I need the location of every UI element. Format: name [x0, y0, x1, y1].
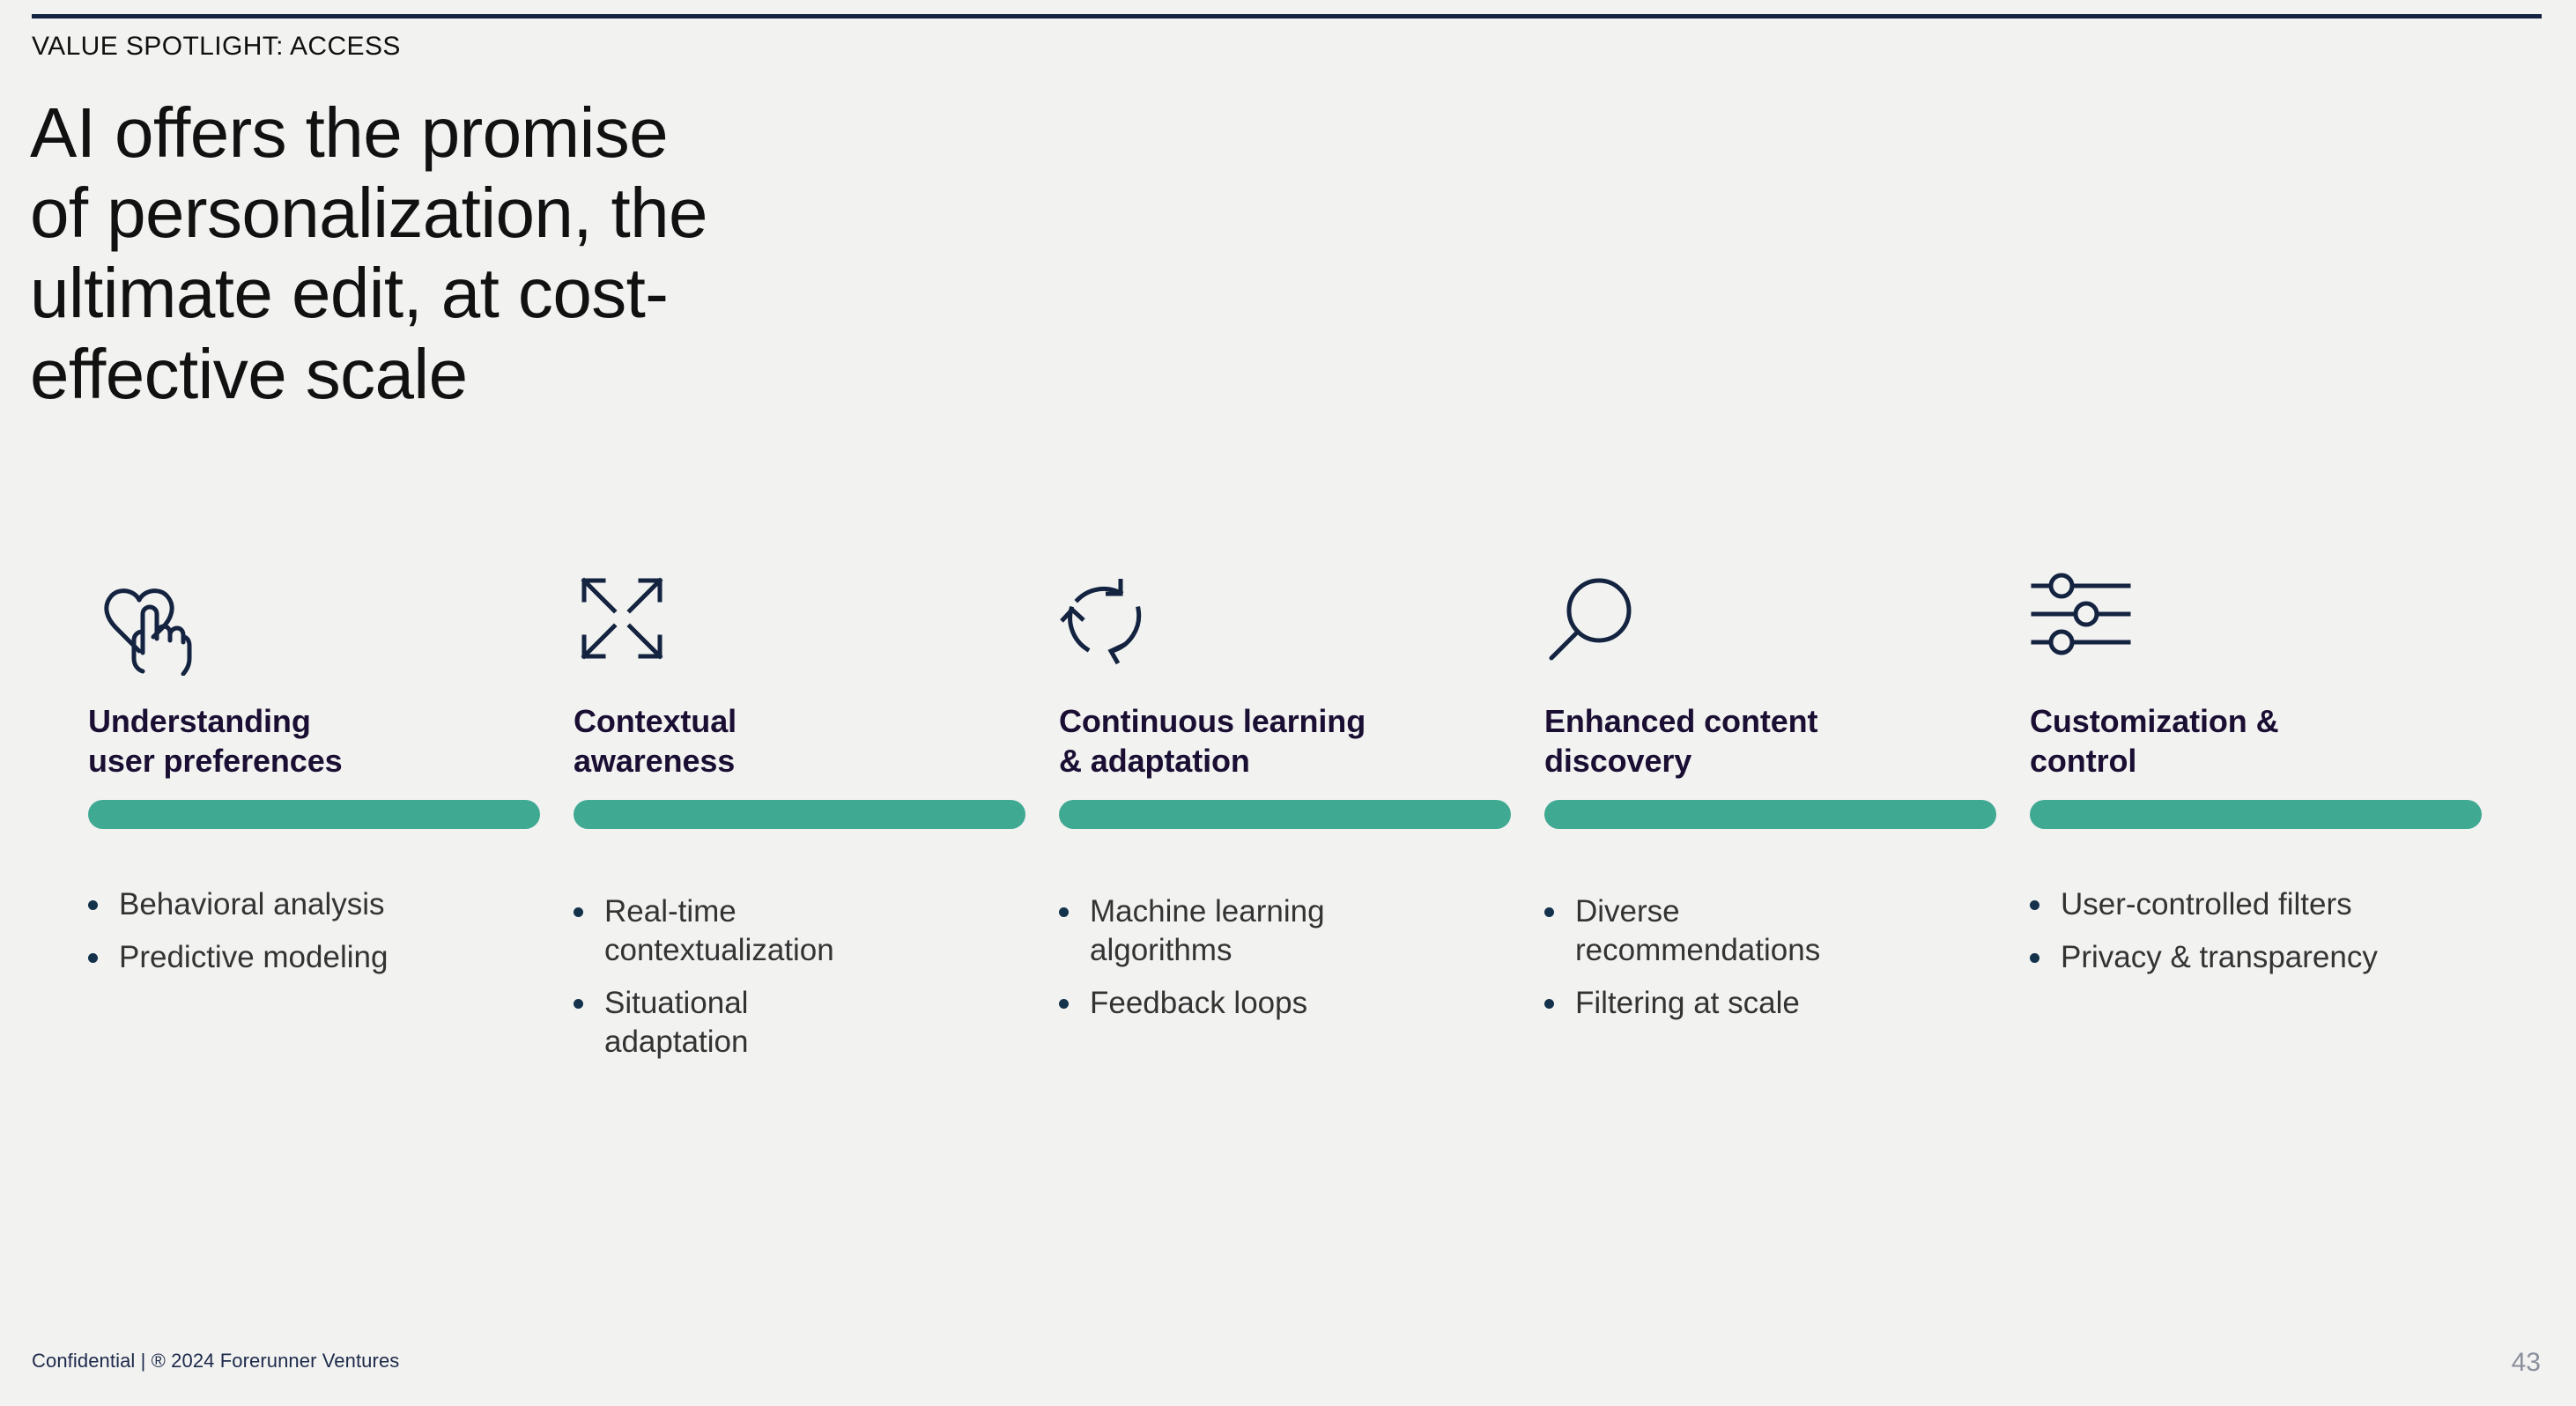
bullet-text-line: Behavioral analysis	[119, 887, 385, 921]
list-item: Diverse recommendations	[1544, 892, 1996, 970]
bullet-text-line: Privacy & transparency	[2061, 940, 2378, 975]
bullet-text: Machine learning algorithms	[1090, 892, 1325, 970]
bullet-dot-icon	[1544, 907, 1554, 917]
list-item: Machine learning algorithms	[1059, 892, 1511, 970]
column-title: Customization & control	[2030, 701, 2482, 786]
bullet-text: Privacy & transparency	[2061, 938, 2378, 977]
bullet-text: Situational adaptation	[604, 984, 748, 1062]
bullet-dot-icon	[88, 900, 98, 910]
bullet-text-line: Machine learning	[1090, 894, 1325, 929]
bullet-dot-icon	[2030, 953, 2039, 964]
headline-line-1: AI offers the promise	[30, 93, 669, 172]
column-title-line-1: Contextual	[574, 703, 737, 739]
slide-eyebrow: VALUE SPOTLIGHT: ACCESS	[32, 32, 401, 61]
list-item: User-controlled filters	[2030, 885, 2482, 924]
bullet-text-line: adaptation	[604, 1025, 749, 1060]
column-title-line-1: Continuous learning	[1059, 703, 1366, 739]
page-number: 43	[2511, 1348, 2541, 1377]
list-item: Predictive modeling	[88, 938, 540, 977]
bullet-list: Real-time contextualization Situational …	[574, 892, 1025, 1062]
column-title-line-1: Enhanced content	[1544, 703, 1818, 739]
bullet-dot-icon	[574, 999, 583, 1010]
top-divider-rule	[32, 14, 2542, 18]
bullet-text-line: Feedback loops	[1090, 986, 1308, 1021]
bullet-text-line: Diverse	[1575, 894, 1680, 929]
confidential-notice: Confidential | ® 2024 Forerunner Venture…	[32, 1350, 400, 1372]
bullet-text-line: User-controlled filters	[2061, 887, 2352, 921]
feature-column-customization-control: Customization & control User-controlled …	[2030, 568, 2482, 1076]
bullet-list: Machine learning algorithms Feedback loo…	[1059, 892, 1511, 1023]
feature-column-understanding-user-preferences: Understanding user preferences Behaviora…	[88, 568, 540, 1076]
column-title-line-2: discovery	[1544, 743, 1692, 780]
bullet-text: Behavioral analysis	[119, 885, 385, 924]
bullet-list: Diverse recommendations Filtering at sca…	[1544, 892, 1996, 1023]
bullet-dot-icon	[1059, 907, 1069, 917]
heart-hand-icon	[88, 568, 540, 689]
bullet-dot-icon	[88, 953, 98, 964]
slide-headline: AI offers the promise of personalization…	[30, 92, 823, 414]
list-item: Privacy & transparency	[2030, 938, 2482, 977]
accent-bar	[2030, 800, 2482, 829]
bullet-text: User-controlled filters	[2061, 885, 2352, 924]
column-title-line-2: & adaptation	[1059, 743, 1250, 780]
bullet-text: Predictive modeling	[119, 938, 388, 977]
feature-column-contextual-awareness: Contextual awareness Real-time contextua…	[574, 568, 1025, 1076]
bullet-text-line: Predictive modeling	[119, 940, 389, 975]
column-title: Continuous learning & adaptation	[1059, 701, 1511, 786]
refresh-cycle-icon	[1059, 568, 1511, 689]
accent-bar	[574, 800, 1025, 829]
magnifying-glass-icon	[1544, 568, 1996, 689]
column-title-line-1: Understanding	[88, 703, 311, 739]
bullet-dot-icon	[2030, 900, 2039, 910]
list-item: Feedback loops	[1059, 984, 1511, 1023]
headline-line-3: ultimate edit, at cost-	[30, 254, 669, 333]
bullet-dot-icon	[1544, 999, 1554, 1010]
accent-bar	[1544, 800, 1996, 829]
column-title-line-2: user preferences	[88, 743, 343, 780]
list-item: Real-time contextualization	[574, 892, 1025, 970]
bullet-text: Feedback loops	[1090, 984, 1307, 1023]
bullet-text: Filtering at scale	[1575, 984, 1800, 1023]
bullet-text-line: contextualization	[604, 933, 834, 968]
bullet-list: User-controlled filters Privacy & transp…	[2030, 885, 2482, 977]
bullet-text-line: Real-time	[604, 894, 737, 929]
bullet-text-line: Situational	[604, 986, 749, 1021]
list-item: Behavioral analysis	[88, 885, 540, 924]
bullet-list: Behavioral analysis Predictive modeling	[88, 885, 540, 977]
accent-bar	[88, 800, 540, 829]
column-title-line-2: awareness	[574, 743, 736, 780]
list-item: Situational adaptation	[574, 984, 1025, 1062]
bullet-dot-icon	[574, 907, 583, 917]
accent-bar	[1059, 800, 1511, 829]
feature-column-enhanced-content-discovery: Enhanced content discovery Diverse recom…	[1544, 568, 1996, 1076]
bullet-text-line: recommendations	[1575, 933, 1821, 968]
expand-arrows-icon	[574, 568, 1025, 689]
column-title: Contextual awareness	[574, 701, 1025, 786]
bullet-text: Diverse recommendations	[1575, 892, 1820, 970]
column-title: Understanding user preferences	[88, 701, 540, 786]
column-title-line-2: control	[2030, 743, 2137, 780]
bullet-text-line: algorithms	[1090, 933, 1232, 968]
bullet-text: Real-time contextualization	[604, 892, 834, 970]
headline-line-2: of personalization, the	[30, 174, 708, 253]
sliders-icon	[2030, 568, 2482, 689]
bullet-text-line: Filtering at scale	[1575, 986, 1800, 1021]
column-title: Enhanced content discovery	[1544, 701, 1996, 786]
feature-columns: Understanding user preferences Behaviora…	[88, 568, 2493, 1076]
headline-line-4: effective scale	[30, 334, 468, 413]
feature-column-continuous-learning: Continuous learning & adaptation Machine…	[1059, 568, 1511, 1076]
column-title-line-1: Customization &	[2030, 703, 2279, 739]
bullet-dot-icon	[1059, 999, 1069, 1010]
list-item: Filtering at scale	[1544, 984, 1996, 1023]
